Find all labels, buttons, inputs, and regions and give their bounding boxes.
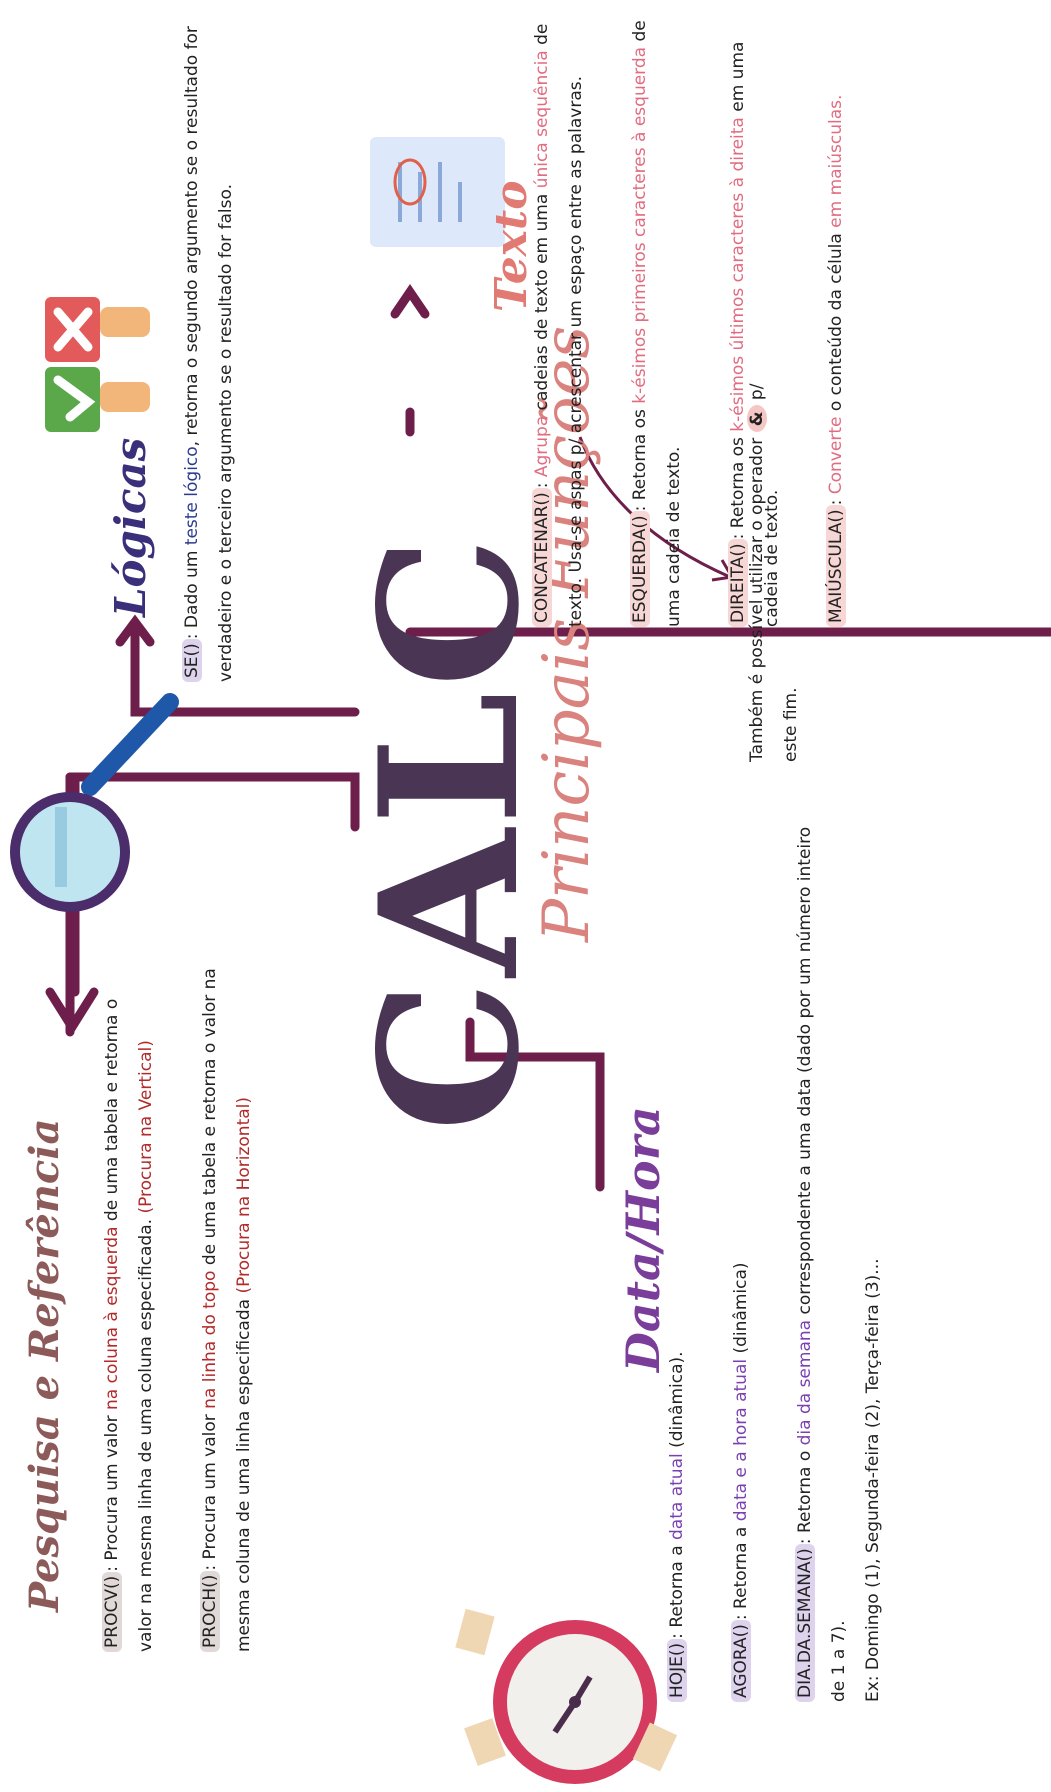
sep: : [826, 494, 846, 506]
se-text: Dado um [182, 545, 202, 629]
fn-diadasemana: DIA.DA.SEMANA() [795, 1544, 815, 1702]
se-highlight: teste lógico [182, 446, 202, 546]
fn-se: SE() [182, 639, 202, 682]
check-icon [45, 367, 150, 432]
esq-text: Retorna os [630, 403, 650, 501]
note-amp: & [747, 405, 767, 433]
proch-note: (Procura na Horizontal) [234, 1096, 254, 1294]
sep: : [795, 1533, 815, 1545]
fn-hoje: HOJE() [667, 1638, 687, 1702]
section-texto: CONCATENAR(): Agrupa cadeias de texto em… [525, 7, 883, 627]
esq-highlight: k-ésimos primeiros caracteres à esquerda [630, 46, 650, 404]
clock-icon [455, 1608, 678, 1784]
sep: : [532, 477, 552, 489]
fn-maiuscula: MAIÚSCULA() [826, 505, 846, 627]
fn-proch: PROCH() [200, 1570, 220, 1652]
agora-text: Retorna a [731, 1521, 751, 1609]
connector-datahora [465, 1017, 605, 1192]
title-calc: CALC [338, 532, 561, 1132]
fn-procv: PROCV() [102, 1571, 122, 1652]
item-hoje: HOJE(): Retorna a data atual (dinâmica). [660, 802, 694, 1702]
item-esquerda: ESQUERDA(): Retorna os k-ésimos primeiro… [623, 7, 691, 627]
item-concatenar: CONCATENAR(): Agrupa cadeias de texto em… [525, 7, 593, 627]
fn-agora: AGORA() [731, 1620, 751, 1702]
sep: : [667, 1627, 687, 1639]
cross-icon [45, 297, 150, 362]
fn-esquerda: ESQUERDA() [630, 511, 650, 627]
proch-highlight: na linha do topo [200, 1270, 220, 1409]
concat-highlight2: única sequência [532, 50, 552, 189]
fn-concatenar: CONCATENAR() [532, 488, 552, 627]
dia-highlight: dia da semana [795, 1319, 815, 1446]
arrow-logicas [115, 614, 155, 647]
item-maiuscula: MAIÚSCULA(): Converte o conteúdo da célu… [819, 7, 853, 627]
procv-text: Procura um valor [102, 1410, 122, 1561]
item-procv: PROCV(): Procura um valor na coluna à es… [95, 962, 163, 1652]
connector-pesquisa [65, 772, 360, 832]
mai-highlight: Converte [826, 416, 846, 495]
hoje-text: Retorna a [667, 1539, 687, 1628]
dia-example: Ex: Domingo (1), Segunda-feira (2), Terç… [863, 1258, 883, 1702]
section-datahora: HOJE(): Retorna a data atual (dinâmica).… [660, 802, 920, 1702]
connector-logicas [130, 627, 360, 717]
document-icon [370, 137, 505, 247]
mai-text: o conteúdo da célula [826, 227, 846, 417]
item-agora: AGORA(): Retorna a data e a hora atual (… [724, 802, 758, 1702]
magnifier-icon [10, 693, 179, 912]
note-text: Também é possível utilizar o operador [747, 432, 767, 762]
dia-text: Retorna o [795, 1445, 815, 1534]
hoje-highlight: data atual [667, 1453, 687, 1540]
arrow-texto [390, 284, 430, 319]
arrow-pesquisa [45, 987, 99, 1036]
sep: : [630, 500, 650, 512]
procv-note: (Procura na Vertical) [136, 1040, 156, 1214]
section-pesquisa: PROCV(): Procura um valor na coluna à es… [95, 962, 291, 1652]
sep: : [731, 1608, 751, 1621]
section-logicas: SE(): Dado um teste lógico, retorna o se… [175, 2, 273, 682]
concat-text: cadeias de texto em uma [532, 188, 552, 416]
connector-texto [405, 407, 1051, 637]
sep: : [102, 1560, 122, 1572]
note-operator: Também é possível utilizar o operador & … [740, 342, 808, 762]
procv-highlight: na coluna à esquerda [102, 1226, 122, 1411]
heading-pesquisa: Pesquisa e Referência [21, 1118, 68, 1612]
sep: : [200, 1559, 220, 1571]
agora-text2: (dinâmica) [731, 1262, 751, 1359]
hoje-text2: (dinâmica). [667, 1351, 687, 1454]
item-se: SE(): Dado um teste lógico, retorna o se… [175, 2, 243, 682]
item-diadasemana: DIA.DA.SEMANA(): Retorna o dia da semana… [788, 802, 890, 1702]
agora-highlight: data e a hora atual [731, 1358, 751, 1522]
item-proch: PROCH(): Procura um valor na linha do to… [193, 962, 261, 1652]
sep: : [182, 628, 202, 640]
heading-logicas: Lógicas [106, 437, 155, 617]
concat-highlight: Agrupa [532, 415, 552, 478]
proch-text: Procura um valor [200, 1408, 220, 1560]
mai-highlight2: em maiúsculas. [826, 94, 846, 228]
